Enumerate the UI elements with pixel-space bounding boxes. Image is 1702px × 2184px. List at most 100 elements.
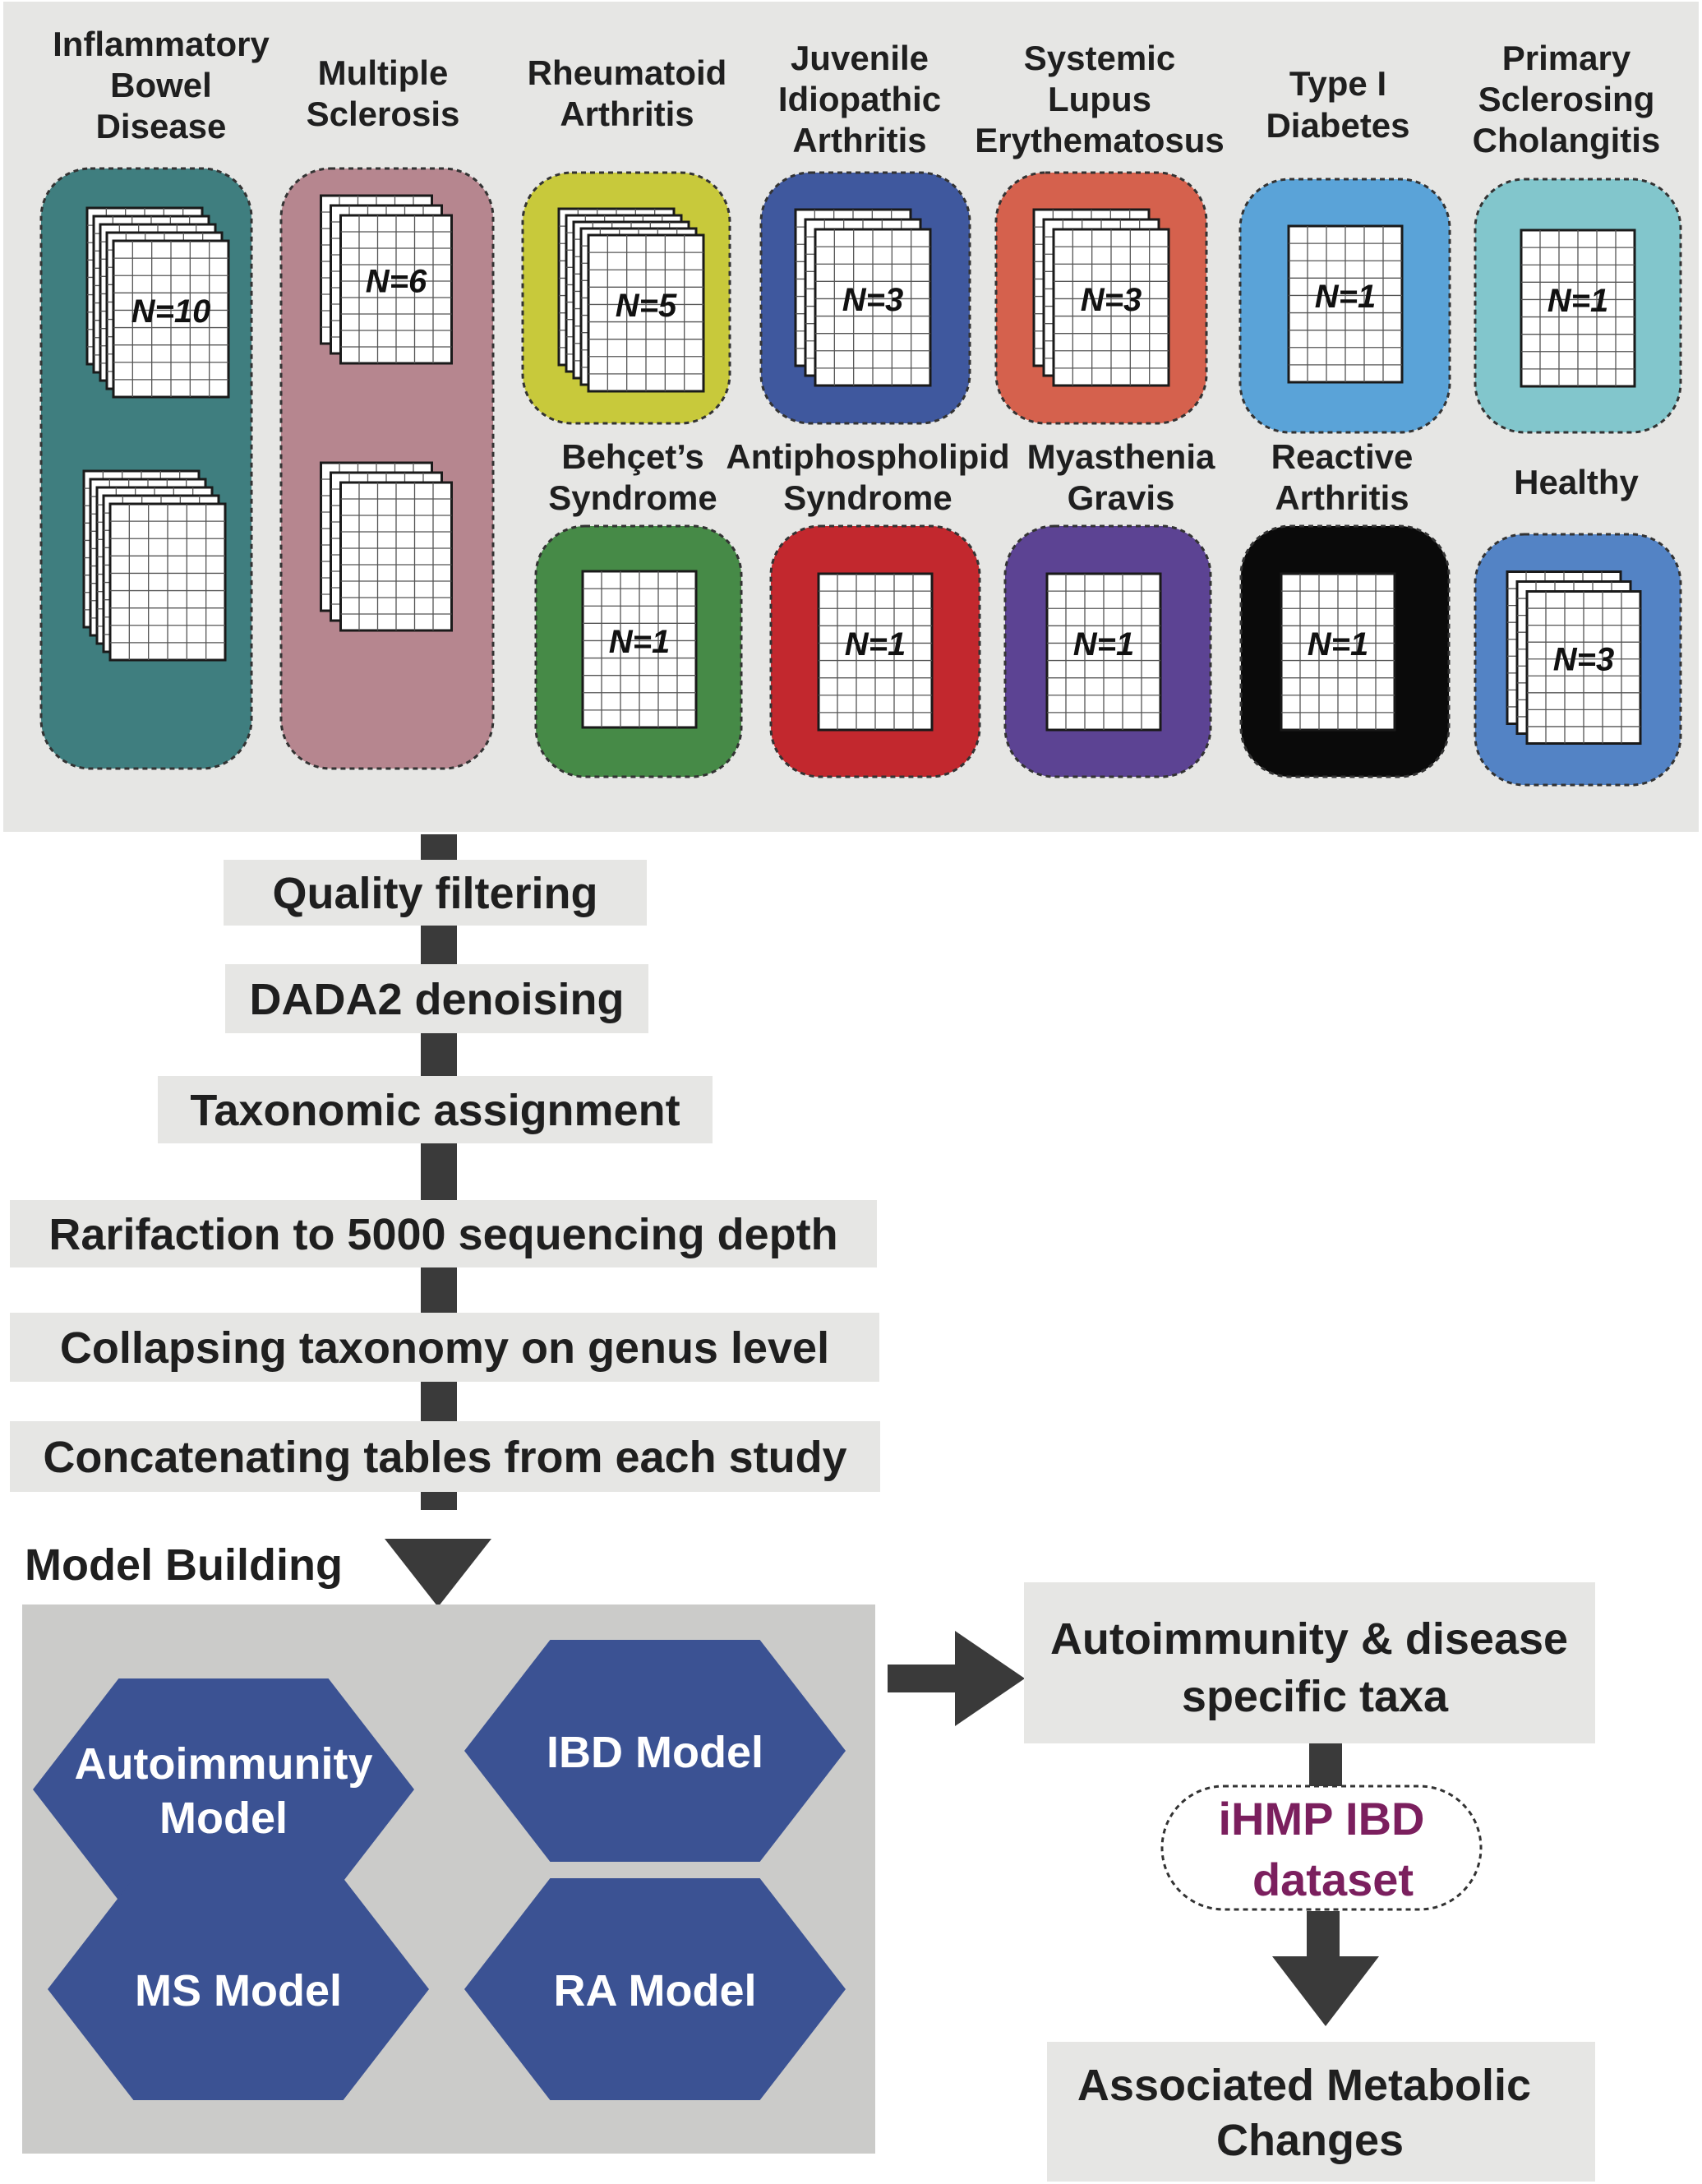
cohort-mg-n-label: N=1 xyxy=(1073,626,1135,663)
dataset-text-line-2: dataset xyxy=(1252,1854,1414,1905)
cohort-sle-label: Lupus xyxy=(1048,80,1151,118)
cohort-sle-table-sheet xyxy=(1052,228,1170,387)
cohort-reactive-label: Arthritis xyxy=(1275,478,1409,517)
cohort-ibd-label: Inflammatory xyxy=(53,25,270,63)
cohort-sle-label: Erythematosus xyxy=(975,121,1224,159)
cohort-t1d-table-sheet xyxy=(1287,224,1404,384)
cohort-ra-table-sheet xyxy=(587,233,705,393)
taxa-to-dataset-connector xyxy=(1309,1743,1342,1789)
pipeline-step-label: Quality filtering xyxy=(272,869,597,918)
pipeline-step: Quality filtering xyxy=(224,860,647,926)
model-to-taxa-arrow-shaft xyxy=(888,1665,963,1692)
model-hexagon-shape xyxy=(48,1878,429,2100)
cohort-mg-table-sheet xyxy=(1045,572,1162,732)
cohort-behcet-table-stack xyxy=(581,570,698,729)
pipeline-step-box xyxy=(10,1200,877,1267)
cohort-reactive-label: Reactive xyxy=(1271,437,1414,476)
pipeline-step: DADA2 denoising xyxy=(225,964,648,1033)
cohort-ra-n-label: N=5 xyxy=(616,288,677,324)
cohort-t1d-n-label: N=1 xyxy=(1315,279,1377,315)
cohort-ms-label: Sclerosis xyxy=(307,95,460,133)
cohort-t1d-table-stack xyxy=(1287,224,1404,384)
cohort-ibd-table-sheet xyxy=(112,239,230,399)
cohort-t1d-label: Type I xyxy=(1289,64,1386,103)
cohort-ra-label: Arthritis xyxy=(560,95,694,133)
cohort-mg-label: Gravis xyxy=(1068,478,1175,517)
cohort-ms-n-label: N=6 xyxy=(366,264,427,300)
model-hexagon: MS Model xyxy=(48,1878,429,2100)
cohort-jia-table-sheet xyxy=(814,228,932,387)
cohort-sle-n-label: N=3 xyxy=(1081,282,1142,318)
cohort-aps-label: Antiphospholipid xyxy=(726,437,1009,476)
pipeline-step-label: Taxonomic assignment xyxy=(190,1086,680,1135)
dataset-text-line-1: iHMP IBD xyxy=(1219,1793,1425,1845)
pipeline-step: Taxonomic assignment xyxy=(158,1076,713,1143)
cohort-ms-table-stack xyxy=(320,194,453,365)
disease-cohorts: InflammatoryBowelDiseaseN=10MultipleScle… xyxy=(39,25,1682,787)
metabolic-box xyxy=(1047,2042,1595,2182)
cohort-ms-table-sheet xyxy=(339,214,453,365)
pipeline-step: Concatenating tables from each study xyxy=(10,1421,880,1492)
cohort-aps-table-sheet xyxy=(817,572,934,732)
cohort-healthy-table-stack xyxy=(1506,570,1642,745)
cohort-aps-label: Syndrome xyxy=(783,478,952,517)
pipeline-step-label: Rarifaction to 5000 sequencing depth xyxy=(48,1210,837,1259)
cohort-sle-table-stack xyxy=(1032,208,1170,387)
model-hexagon: IBD Model xyxy=(464,1640,846,1862)
cohort-behcet-label: Syndrome xyxy=(548,478,717,517)
model-hexagon-label: MS Model xyxy=(135,1966,342,2015)
pipeline-step-box xyxy=(10,1313,879,1382)
cohort-psc-label: Sclerosing xyxy=(1478,80,1655,118)
pipeline-step: Collapsing taxonomy on genus level xyxy=(10,1313,879,1382)
cohort-ibd-table-sheet xyxy=(108,502,227,662)
cohort-healthy-n-label: N=3 xyxy=(1553,642,1615,678)
model-hexagon-label: Autoimmunity xyxy=(75,1739,373,1789)
dataset-to-metabolic-arrow-shaft xyxy=(1307,1911,1340,1960)
cohort-healthy-table-sheet xyxy=(1525,590,1642,745)
dataset-to-metabolic-arrow-head xyxy=(1272,1956,1379,2026)
cohort-t1d-label: Diabetes xyxy=(1266,106,1409,145)
cohort-psc-table-stack xyxy=(1520,229,1636,388)
cohort-jia-label: Juvenile xyxy=(791,39,929,77)
cohort-psc-n-label: N=1 xyxy=(1547,283,1609,319)
model-to-taxa-arrow-head xyxy=(955,1631,1025,1726)
cohort-healthy-label: Healthy xyxy=(1514,463,1639,501)
cohort-ibd-table-stack xyxy=(85,206,230,399)
model-hexagon: RA Model xyxy=(464,1878,846,2100)
cohort-mg-table-stack xyxy=(1045,572,1162,732)
model-hexagon-shape xyxy=(33,1678,414,1900)
cohort-psc-label: Primary xyxy=(1502,39,1631,77)
metabolic-text-line-1: Associated Metabolic xyxy=(1077,2061,1531,2110)
metabolic-text-line-2: Changes xyxy=(1216,2116,1404,2165)
cohort-mg-label: Myasthenia xyxy=(1027,437,1215,476)
cohort-psc-table-sheet xyxy=(1520,229,1636,388)
cohort-behcet-table-sheet xyxy=(581,570,698,729)
cohort-ms-label: Multiple xyxy=(318,53,449,92)
pipeline-connector xyxy=(421,834,457,1510)
cohort-behcet-n-label: N=1 xyxy=(609,624,671,660)
taxa-text-line-2: specific taxa xyxy=(1182,1672,1449,1721)
cohort-jia-table-stack xyxy=(794,208,932,387)
cohort-reactive-table-stack xyxy=(1280,572,1396,732)
pipeline-step-label: Collapsing taxonomy on genus level xyxy=(60,1323,829,1373)
pipeline-step-box xyxy=(225,964,648,1033)
cohort-ibd-table-stack xyxy=(82,469,227,662)
cohort-ra-table-stack xyxy=(557,207,705,393)
dataset-oval xyxy=(1160,1785,1483,1911)
taxa-text-line-1: Autoimmunity & disease xyxy=(1050,1614,1568,1664)
cohort-reactive-n-label: N=1 xyxy=(1308,626,1369,663)
taxa-box xyxy=(1024,1582,1595,1743)
model-hexagon-label: IBD Model xyxy=(547,1728,763,1777)
cohort-psc-label: Cholangitis xyxy=(1473,121,1661,159)
